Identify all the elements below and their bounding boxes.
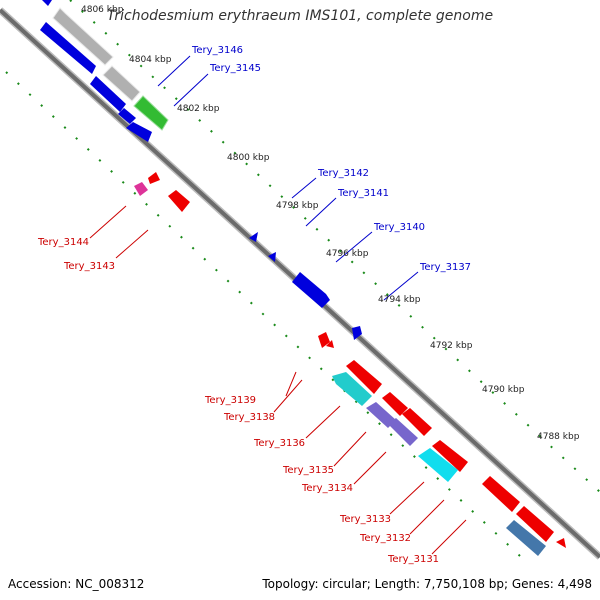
reverse-leaders [89, 205, 467, 555]
gene-arrow-red[interactable] [148, 172, 160, 184]
map-title: Trichodesmium erythraeum IMS101, complet… [106, 8, 494, 24]
gene-label-forward[interactable]: Tery_3142 [317, 168, 369, 179]
position-label: 4800 kbp [227, 153, 270, 163]
position-label: 4796 kbp [326, 249, 369, 259]
gene-arrow-grey[interactable] [102, 65, 141, 102]
position-label: 4788 kbp [537, 432, 580, 442]
gene-arrow-grey[interactable] [52, 7, 114, 66]
gene-arrow-blue[interactable] [249, 232, 258, 242]
forward-gene-labels: Tery_3146 Tery_3145 Tery_3142 Tery_3141 … [191, 45, 471, 273]
gene-arrow-red[interactable] [318, 332, 330, 348]
gene-arrow-purple[interactable] [388, 418, 418, 446]
gene-arrow-red[interactable] [402, 408, 432, 436]
gene-arrow-blue[interactable] [90, 76, 126, 112]
gene-arrow-pink[interactable] [134, 182, 148, 196]
gene-arrow-purple[interactable] [366, 402, 396, 428]
position-label: 4792 kbp [430, 341, 473, 351]
reverse-genes [134, 172, 566, 556]
gene-arrow-blue[interactable] [40, 22, 96, 74]
gene-arrow-blue[interactable] [118, 108, 136, 124]
accession-text: Accession: NC_008312 [8, 577, 145, 591]
forward-genes [40, 0, 362, 340]
gene-arrow-red[interactable] [346, 360, 382, 394]
gene-label-reverse[interactable]: Tery_3131 [387, 554, 439, 565]
gene-label-reverse[interactable]: Tery_3135 [282, 465, 334, 476]
reverse-gene-labels: Tery_3144 Tery_3143 Tery_3139 Tery_3138 … [37, 237, 439, 565]
gene-arrow-blue[interactable] [268, 252, 276, 262]
gene-label-reverse[interactable]: Tery_3143 [63, 261, 115, 272]
gene-arrow-red[interactable] [168, 190, 190, 212]
gene-arrow-green[interactable] [133, 95, 169, 131]
position-label: 4790 kbp [482, 385, 525, 395]
position-label: 4806 kbp [81, 5, 124, 15]
position-label: 4794 kbp [378, 295, 421, 305]
gene-label-forward[interactable]: Tery_3137 [419, 262, 471, 273]
gene-label-reverse[interactable]: Tery_3133 [339, 514, 391, 525]
topology-text: Topology: circular; Length: 7,750,108 bp… [262, 577, 592, 591]
gene-label-reverse[interactable]: Tery_3144 [37, 237, 89, 248]
gene-arrow-red[interactable] [516, 506, 554, 542]
gene-arrow-cyan[interactable] [418, 448, 458, 482]
gene-arrow-cyan[interactable] [332, 372, 372, 406]
gene-arrow-blue[interactable] [292, 272, 330, 308]
gene-label-reverse[interactable]: Tery_3138 [223, 412, 275, 423]
gene-arrow-red[interactable] [382, 392, 408, 416]
forward-leaders [157, 55, 419, 301]
gene-arrow-red[interactable] [432, 440, 468, 472]
gene-arrow-blue[interactable] [42, 0, 52, 6]
position-label: 4802 kbp [177, 104, 220, 114]
gene-label-forward[interactable]: Tery_3145 [209, 63, 261, 74]
gene-arrow-red[interactable] [326, 340, 334, 348]
gene-label-reverse[interactable]: Tery_3132 [359, 533, 411, 544]
position-label: 4798 kbp [276, 201, 319, 211]
gene-arrow-blue[interactable] [352, 326, 362, 340]
gene-arrow-red[interactable] [556, 538, 566, 548]
gene-label-reverse[interactable]: Tery_3136 [253, 438, 305, 449]
gene-arrow-steel[interactable] [506, 520, 546, 556]
position-label: 4804 kbp [129, 55, 172, 65]
gene-label-forward[interactable]: Tery_3146 [191, 45, 243, 56]
inner-tick-line [5, 71, 521, 557]
gene-arrow-red[interactable] [482, 476, 520, 512]
gene-label-forward[interactable]: Tery_3141 [337, 188, 389, 199]
gene-label-reverse[interactable]: Tery_3134 [301, 483, 353, 494]
gene-label-forward[interactable]: Tery_3140 [373, 222, 425, 233]
gene-arrow-blue[interactable] [126, 122, 152, 142]
outer-tick-line [69, 0, 600, 493]
position-labels: 4806 kbp 4804 kbp 4802 kbp 4800 kbp 4798… [81, 5, 580, 442]
gene-label-reverse[interactable]: Tery_3139 [204, 395, 256, 406]
